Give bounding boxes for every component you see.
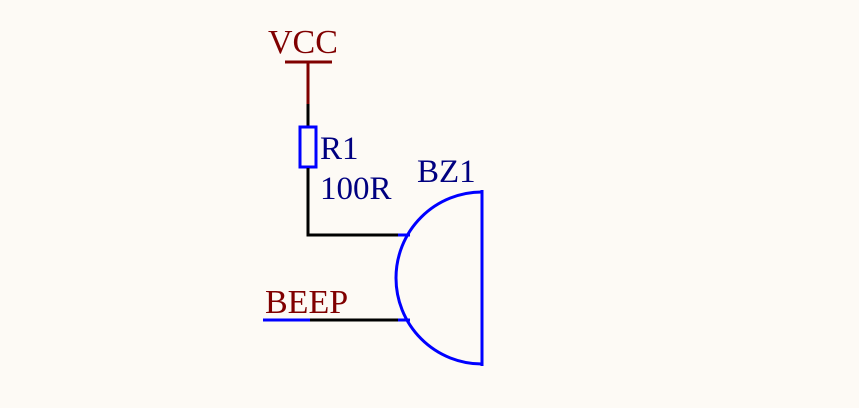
buzzer-body-arc [394,190,483,366]
beep-label: BEEP [265,284,348,321]
buzzer-bz1: BZ1 [394,154,484,366]
resistor-value: 100R [320,171,392,207]
vcc-label: VCC [268,24,338,61]
beep-net: BEEP [263,284,398,322]
wire-r1-buzzer [306,168,398,237]
vcc-power-port: VCC [268,24,338,104]
buzzer-designator: BZ1 [417,154,476,190]
resistor-r1: R1 100R [298,125,392,207]
resistor-body [298,125,318,169]
resistor-designator: R1 [320,131,359,167]
